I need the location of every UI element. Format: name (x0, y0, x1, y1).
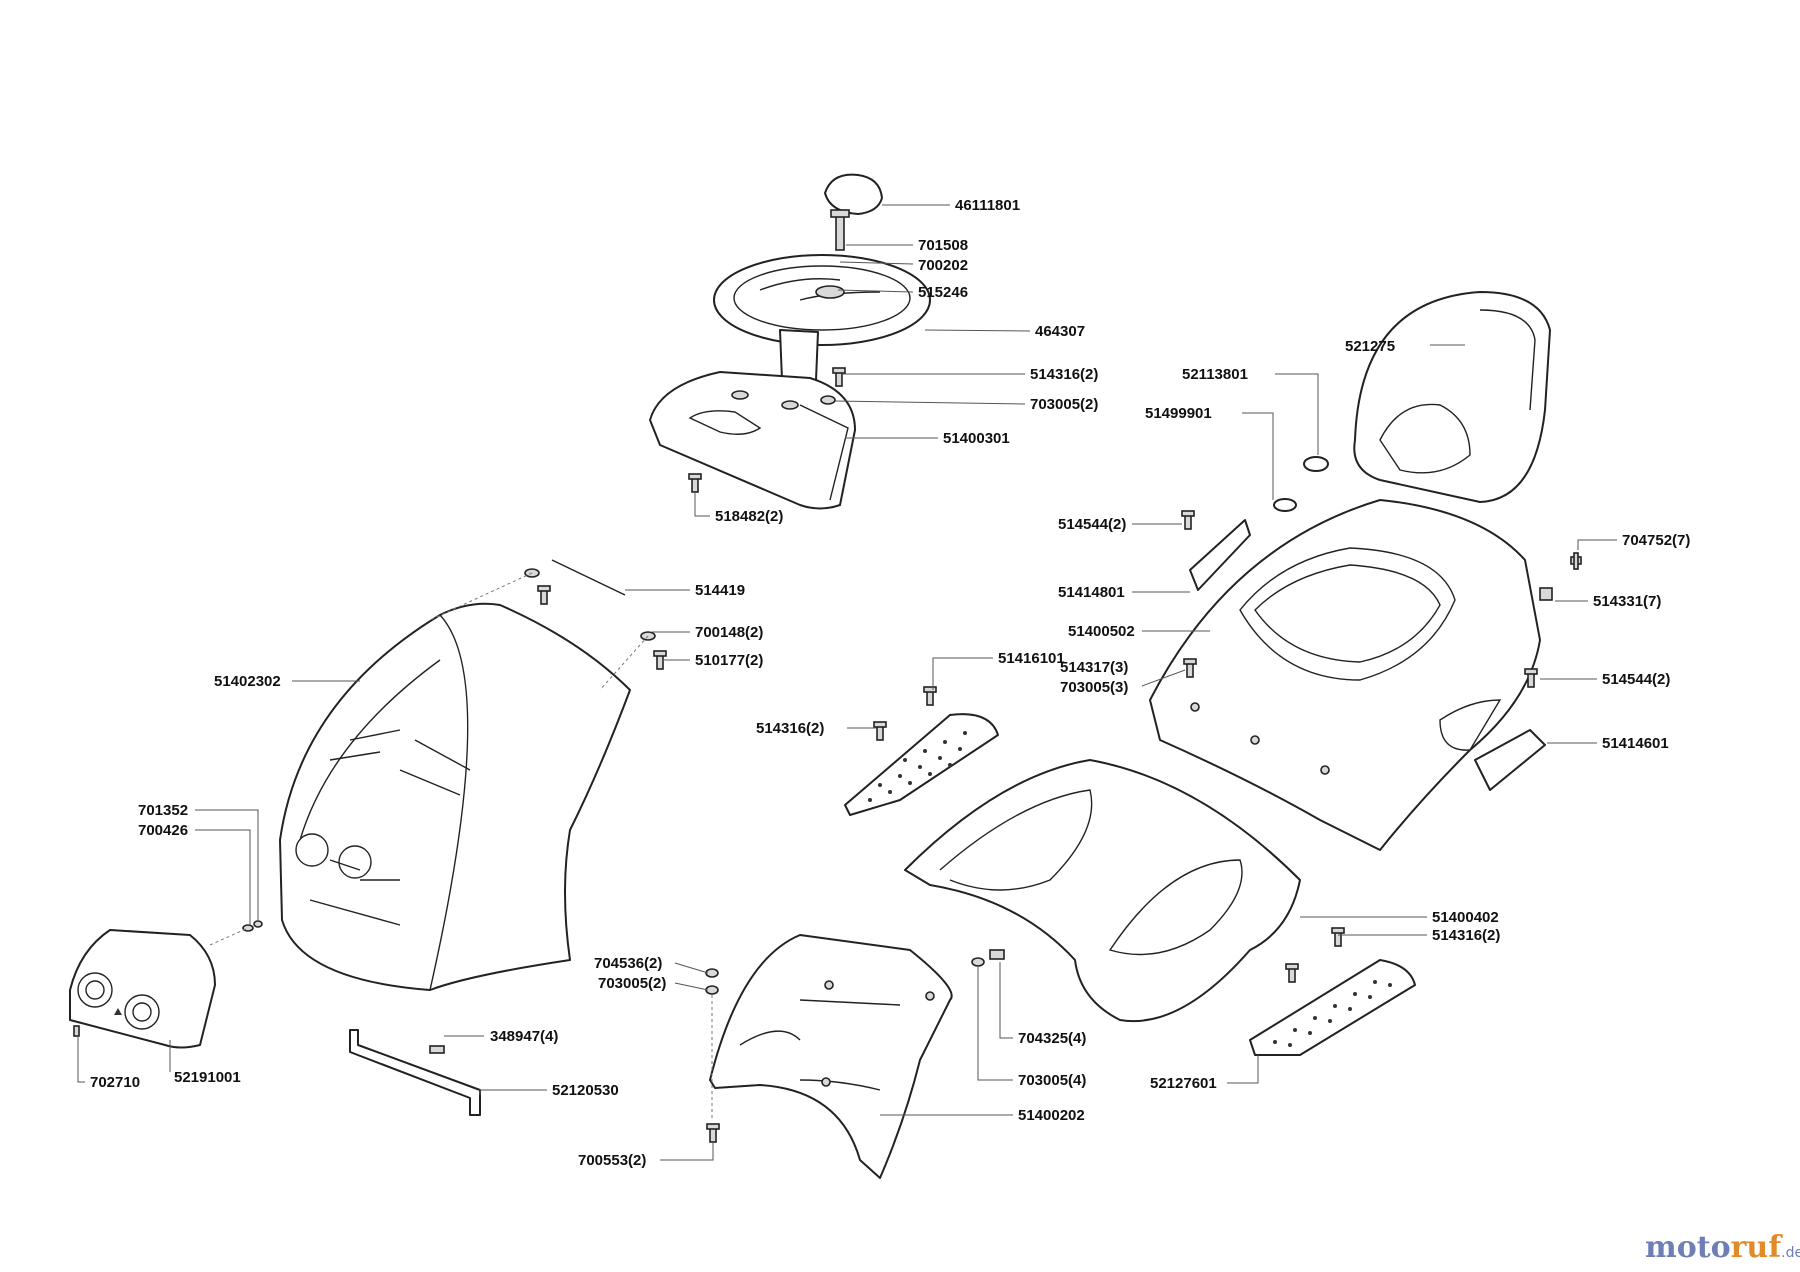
screw-514317 (1183, 658, 1197, 678)
label-514316-left: 514316(2) (756, 720, 824, 737)
screw-514544-right (1524, 668, 1538, 688)
washer-704536 (705, 968, 719, 978)
screw-702710 (73, 1025, 80, 1037)
screw-704752 (1570, 552, 1582, 570)
headlight-housing (69, 929, 216, 1049)
screw-348947 (429, 1045, 445, 1054)
label-51414801: 51414801 (1058, 584, 1125, 601)
label-51400301: 51400301 (943, 430, 1010, 447)
label-515246: 515246 (918, 284, 968, 301)
screw-51416101 (923, 686, 937, 706)
bumper-stop-52113801 (1303, 456, 1329, 472)
bumper-stop-51499901 (1273, 498, 1297, 512)
clip-514331 (1539, 587, 1553, 601)
screw-514316-right-b (1331, 927, 1345, 947)
label-51416101: 51416101 (998, 650, 1065, 667)
part-labels: 46111801 701508 700202 515246 464307 514… (90, 197, 1690, 1169)
label-700148: 700148(2) (695, 624, 763, 641)
steering-wheel (713, 254, 931, 387)
label-514316-right: 514316(2) (1432, 927, 1500, 944)
seat (1353, 291, 1551, 503)
label-518482: 518482(2) (715, 508, 783, 525)
front-fender (709, 934, 953, 1179)
label-701508: 701508 (918, 237, 968, 254)
label-51402302: 51402302 (214, 673, 281, 690)
label-51400202: 51400202 (1018, 1107, 1085, 1124)
rod-514419 (551, 559, 626, 596)
label-704325: 704325(4) (1018, 1030, 1086, 1047)
floor-panel (904, 759, 1301, 1023)
footboard-left (844, 713, 999, 816)
screw-700553 (706, 1123, 720, 1143)
svg-text:motoruf.de: motoruf.de (1645, 1230, 1800, 1265)
screw-704325 (971, 949, 1005, 967)
dashboard-cover (649, 371, 856, 510)
nut-701352 (242, 920, 263, 932)
label-704536: 704536(2) (594, 955, 662, 972)
label-46111801: 46111801 (955, 197, 1020, 214)
leader-lines (77, 204, 1617, 1161)
label-51414601: 51414601 (1602, 735, 1669, 752)
steering-bolt (830, 209, 850, 251)
screw-514316-right-a (1285, 963, 1299, 983)
label-514316-top: 514316(2) (1030, 366, 1098, 383)
label-514544-right: 514544(2) (1602, 671, 1670, 688)
label-700553: 700553(2) (578, 1152, 646, 1169)
screw-514316-left (873, 721, 887, 741)
label-348947: 348947(4) (490, 1028, 558, 1045)
label-703005-hood: 703005(3) (1060, 679, 1128, 696)
front-hood (279, 602, 631, 991)
label-464307: 464307 (1035, 323, 1085, 340)
label-52127601: 52127601 (1150, 1075, 1217, 1092)
logo-part-moto: moto (1645, 1230, 1731, 1265)
screw-518482 (688, 473, 702, 493)
label-52191001: 52191001 (174, 1069, 241, 1086)
rear-fender (1149, 499, 1541, 851)
label-51499901: 51499901 (1145, 405, 1212, 422)
label-514317: 514317(3) (1060, 659, 1128, 676)
label-704752: 704752(7) (1622, 532, 1690, 549)
label-514331: 514331(7) (1593, 593, 1661, 610)
screw-510177 (537, 585, 667, 670)
screw-514544-left (1181, 510, 1195, 530)
label-703005-fender: 703005(2) (598, 975, 666, 992)
screw-514316-upper (832, 367, 846, 387)
motoruf-logo: motoruf.de (1645, 1230, 1800, 1265)
label-51400402: 51400402 (1432, 909, 1499, 926)
bracket-52120530 (349, 1029, 481, 1116)
label-514544-left: 514544(2) (1058, 516, 1126, 533)
label-700202: 700202 (918, 257, 968, 274)
steering-cap (824, 173, 883, 215)
label-52120530: 52120530 (552, 1082, 619, 1099)
label-521275: 521275 (1345, 338, 1395, 355)
label-702710: 702710 (90, 1074, 140, 1091)
footboard-right (1249, 959, 1416, 1056)
label-514419: 514419 (695, 582, 745, 599)
side-handle-left (1189, 519, 1251, 591)
label-701352: 701352 (138, 802, 188, 819)
logo-part-ruf: ruf (1731, 1230, 1784, 1265)
logo-part-de: .de (1781, 1245, 1800, 1261)
side-handle-right (1474, 729, 1546, 791)
label-703005-four: 703005(4) (1018, 1072, 1086, 1089)
label-510177: 510177(2) (695, 652, 763, 669)
label-703005-top: 703005(2) (1030, 396, 1098, 413)
label-700426: 700426 (138, 822, 188, 839)
label-51400502: 51400502 (1068, 623, 1135, 640)
label-52113801: 52113801 (1182, 366, 1248, 383)
washer-703005-upper (820, 395, 836, 405)
